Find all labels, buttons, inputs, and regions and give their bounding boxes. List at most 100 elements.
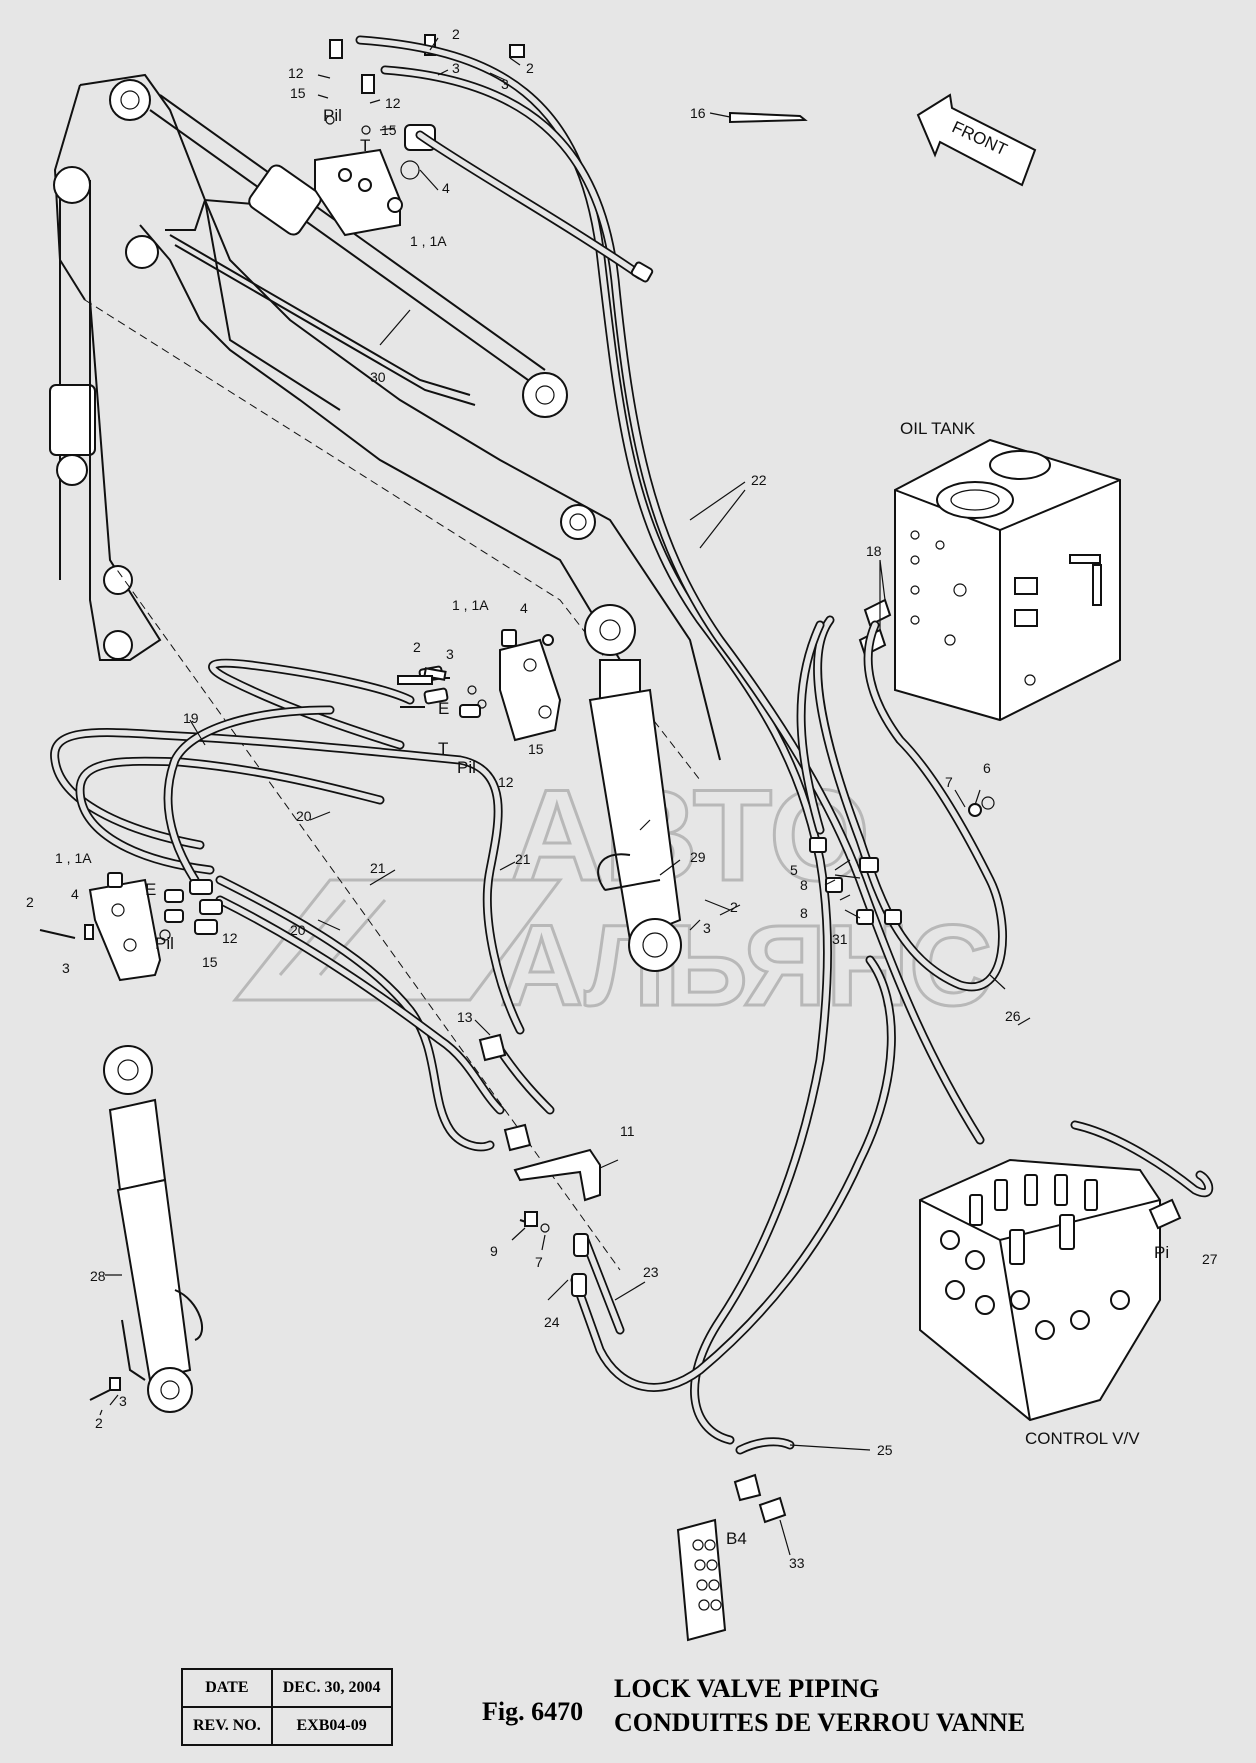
callout-8: 8	[800, 877, 808, 893]
port-pil: Pil	[155, 934, 174, 953]
callout-3: 3	[62, 960, 70, 976]
fitting-27	[1148, 1198, 1182, 1230]
hose-loops-19-20-21	[50, 658, 555, 1152]
callout-20: 20	[290, 922, 306, 938]
callout-1-1a: 1 , 1A	[55, 850, 92, 866]
callout-19: 19	[183, 710, 199, 726]
boom-foot-pin	[560, 504, 596, 540]
callout-30: 30	[370, 369, 386, 385]
callout-12: 12	[385, 95, 401, 111]
callout-27: 27	[1202, 1251, 1218, 1267]
callout-16: 16	[690, 105, 706, 121]
boom-structure	[49, 73, 721, 1271]
leader-lines	[99, 37, 1031, 1556]
callout-3: 3	[446, 646, 454, 662]
cylinder-body	[248, 164, 322, 236]
callout-11: 11	[620, 1123, 635, 1139]
callout-4: 4	[442, 180, 450, 196]
callout-25: 25	[877, 1442, 893, 1458]
lock-valve-middle	[397, 629, 562, 742]
callout-3: 3	[119, 1393, 127, 1409]
lock-valve-left	[39, 872, 223, 982]
callout-29: 29	[690, 849, 706, 865]
callout-1-1a: 1 , 1A	[452, 597, 489, 613]
callout-15: 15	[528, 741, 544, 757]
cylinder-29	[584, 604, 682, 972]
port-pi: Pi	[1154, 1243, 1169, 1262]
port-b4: B4	[726, 1529, 747, 1548]
tank-fitting-18a	[863, 598, 892, 627]
callout-21: 21	[515, 851, 531, 867]
callout-4: 4	[520, 600, 528, 616]
oil-tank-label: OIL TANK	[900, 419, 976, 438]
control-valve	[919, 1120, 1214, 1422]
callout-20: 20	[296, 808, 312, 824]
port-e: E	[438, 699, 449, 718]
port-t: T	[438, 739, 448, 758]
callout-23: 23	[643, 1264, 659, 1280]
hose-26	[796, 615, 1007, 992]
callout-9: 9	[490, 1243, 498, 1259]
callout-3: 3	[452, 60, 460, 76]
callout-7: 7	[945, 774, 953, 790]
callout-7: 7	[535, 1254, 543, 1270]
callout-26: 26	[1005, 1008, 1021, 1024]
boom-cylinder	[149, 94, 568, 418]
rev-value: EXB04-09	[270, 1706, 393, 1746]
callout-12: 12	[498, 774, 514, 790]
cylinder-28-eye	[103, 1045, 153, 1095]
callout-18: 18	[866, 543, 882, 559]
rev-label: REV. NO.	[181, 1706, 273, 1746]
callout-2: 2	[95, 1415, 103, 1431]
hose-22	[355, 35, 985, 1445]
callout-15: 15	[290, 85, 306, 101]
fitting-13b	[503, 1123, 532, 1152]
figure-title-fr: CONDUITES DE VERROU VANNE	[614, 1708, 1026, 1737]
callout-13: 13	[457, 1009, 473, 1025]
front-arrow: FRONT	[916, 93, 1037, 187]
arm-cylinder-rod-end	[49, 384, 96, 456]
callout-31: 31	[832, 931, 848, 947]
callout-8: 8	[800, 905, 808, 921]
callout-2: 2	[526, 60, 534, 76]
callout-2: 2	[730, 899, 738, 915]
fitting-1a	[501, 629, 517, 647]
nut-6	[968, 803, 982, 817]
arm-top-eye	[53, 166, 91, 204]
port-pil: Pil	[457, 758, 476, 777]
cylinder-rod-eye	[522, 372, 568, 418]
port-pil: Pil	[323, 106, 342, 125]
callout-2: 2	[26, 894, 34, 910]
callout-28: 28	[90, 1268, 106, 1284]
boom-pin-mid	[125, 235, 159, 269]
hose-23-24-25	[570, 955, 896, 1524]
terminal-b4	[676, 1518, 727, 1642]
callout-21: 21	[370, 860, 386, 876]
callout-15: 15	[381, 122, 397, 138]
figure-number: Fig. 6470	[482, 1697, 584, 1726]
callout-22: 22	[751, 472, 767, 488]
cylinder-29-eye	[584, 604, 636, 656]
fitting-group-5-8	[809, 796, 995, 925]
callout-2: 2	[452, 26, 460, 42]
figure-title: LOCK VALVE PIPING CONDUITES DE VERROU VA…	[614, 1672, 1025, 1740]
callout-6: 6	[983, 760, 991, 776]
date-label: DATE	[181, 1668, 273, 1708]
callout-3: 3	[703, 920, 711, 936]
callout-3: 3	[501, 76, 509, 92]
figure-title-en: LOCK VALVE PIPING	[614, 1674, 880, 1703]
control-valve-label: CONTROL V/V	[1025, 1429, 1140, 1448]
callout-5: 5	[790, 862, 798, 878]
title-block: DATE DEC. 30, 2004 REV. NO. EXB04-09	[181, 1668, 393, 1746]
fitting-33	[758, 1496, 787, 1524]
callouts: 2 3 2 3 12 15 Pil 12 15 T 4 1 , 1A 16 30…	[26, 26, 1218, 1571]
bracket-11	[478, 1033, 601, 1233]
port-t: T	[360, 136, 370, 155]
port-e: E	[145, 880, 156, 899]
fitting-13a	[478, 1033, 507, 1062]
elbow-fitting	[329, 39, 343, 59]
callout-24: 24	[544, 1314, 560, 1330]
callout-12: 12	[288, 65, 304, 81]
watermark-line2: АЛЬЯНС	[500, 902, 992, 1030]
